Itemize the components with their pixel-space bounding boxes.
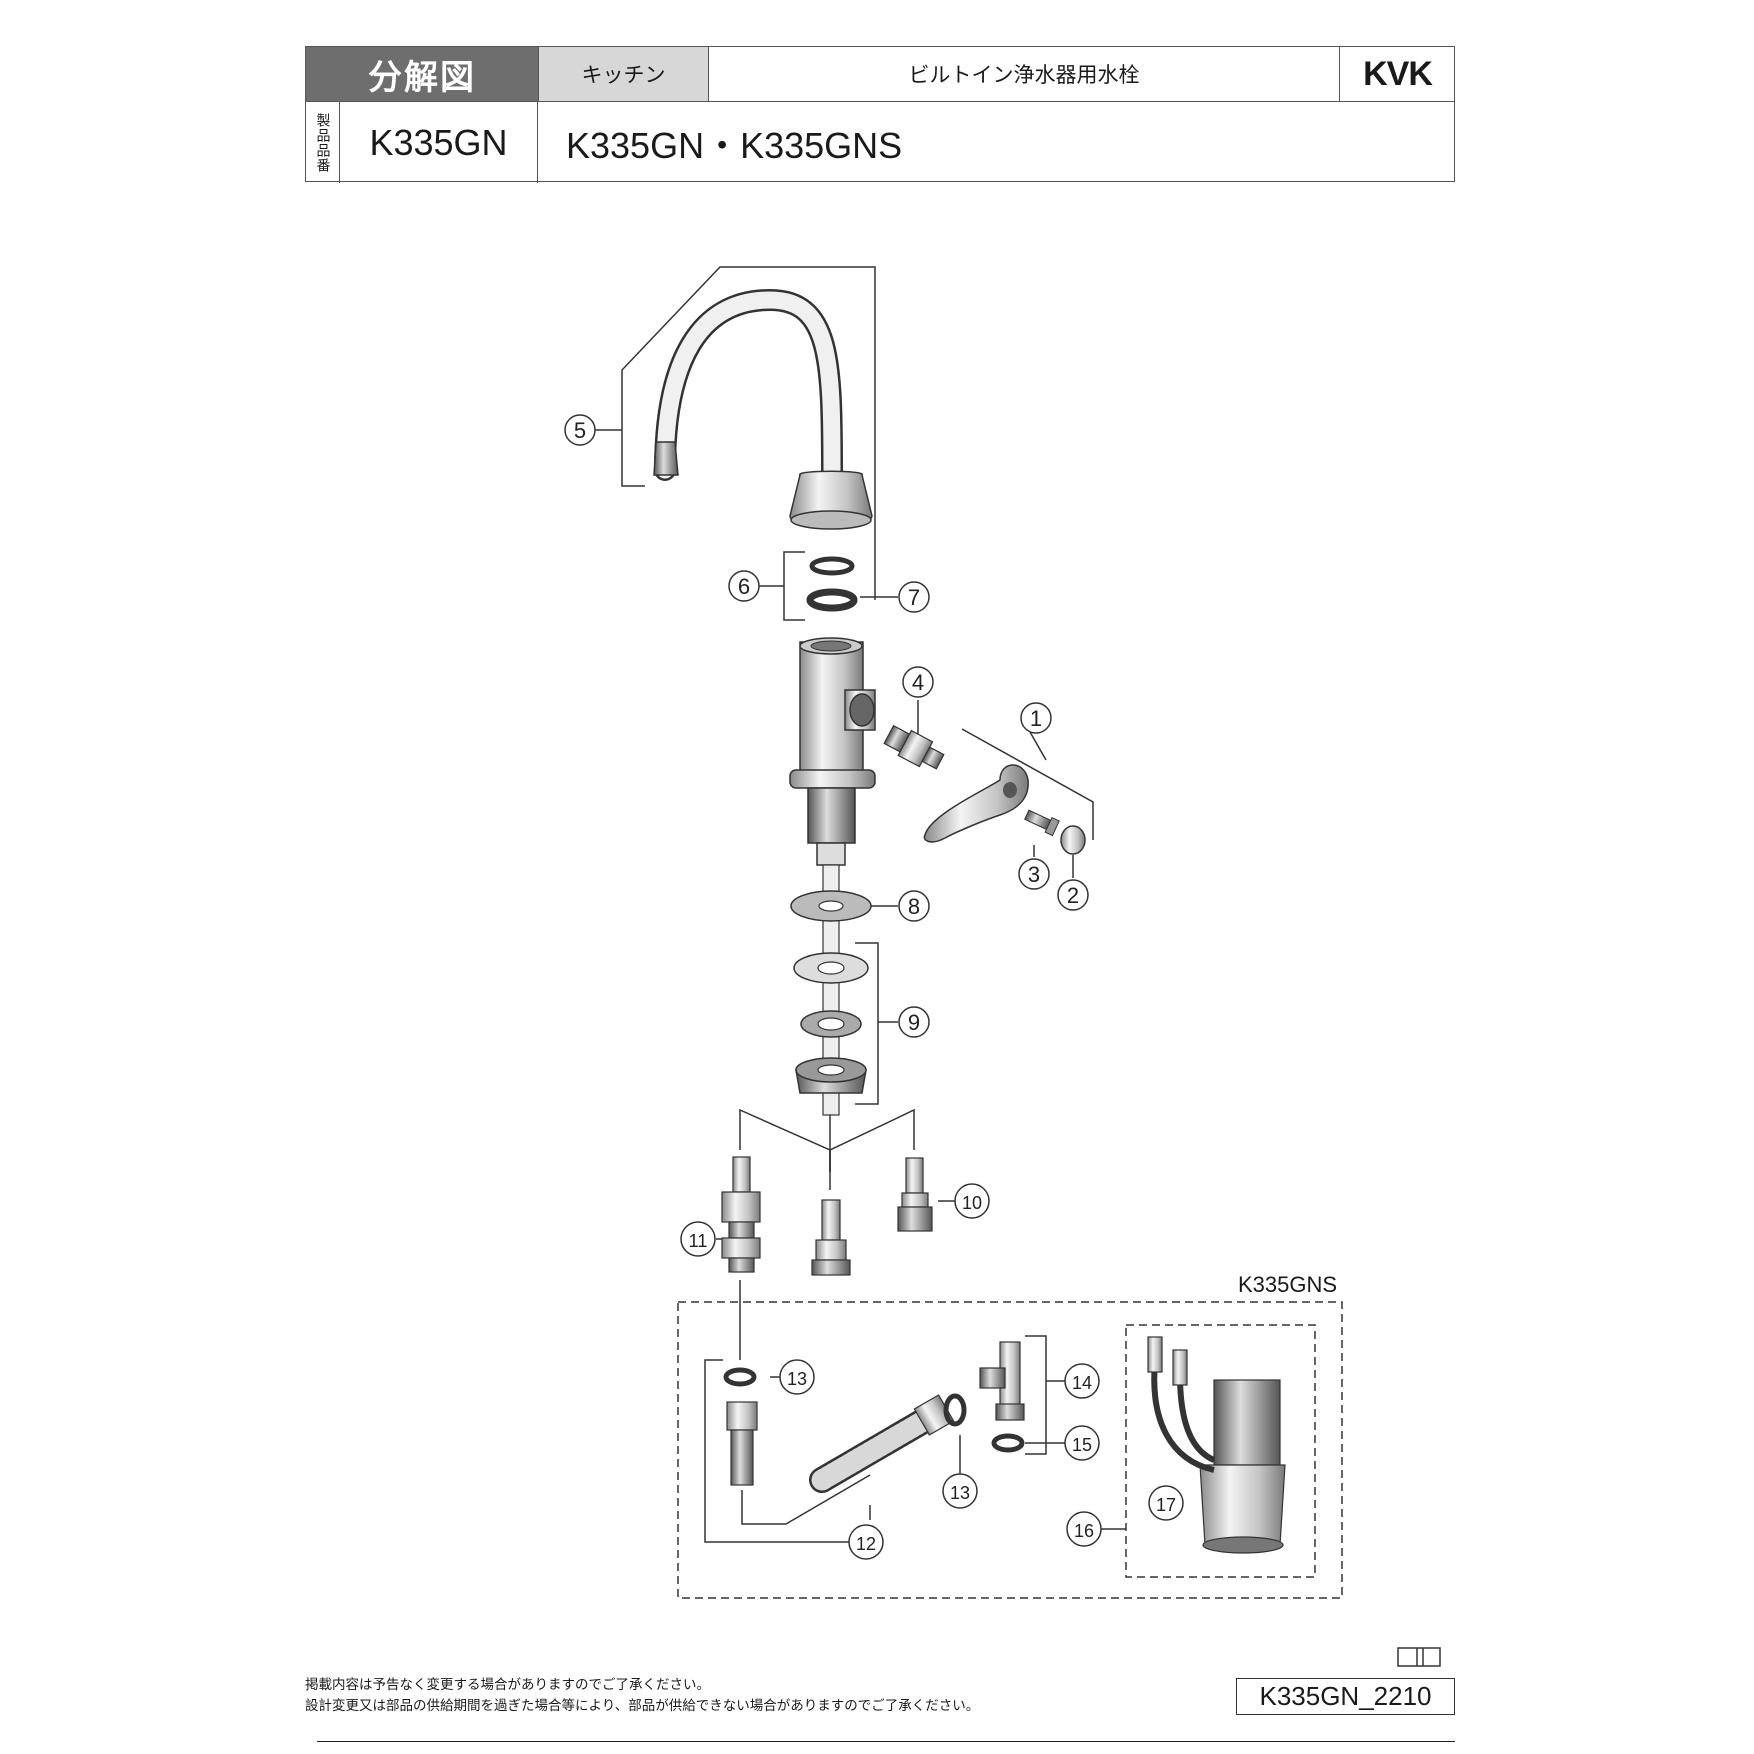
callout-5: 5	[564, 414, 596, 446]
bracket-14	[1025, 1335, 1047, 1455]
svg-text:2: 2	[1067, 883, 1079, 908]
svg-text:16: 16	[1074, 1521, 1094, 1541]
callout-10: 10	[954, 1183, 990, 1219]
washer-8	[790, 890, 872, 922]
callout-4: 4	[902, 666, 934, 698]
callout-13b: 13	[942, 1473, 978, 1509]
disclaimer-note-1: 掲載内容は予告なく変更する場合がありますのでご了承ください。	[305, 1677, 710, 1693]
callout-16: 16	[1066, 1511, 1102, 1547]
spout-bracket	[621, 266, 876, 600]
k335gns-box	[677, 1301, 1343, 1599]
svg-text:5: 5	[574, 418, 586, 443]
washer-set-9	[793, 952, 869, 1094]
callout-11: 11	[680, 1221, 716, 1257]
svg-text:17: 17	[1156, 1495, 1176, 1515]
brand-logo: KVK	[1339, 47, 1455, 101]
diagram-title: 分解図	[306, 47, 538, 101]
bracket-9	[855, 942, 879, 1105]
document-id: K335GN_2210	[1236, 1678, 1455, 1715]
o-rings	[806, 556, 858, 612]
supply-shaft	[822, 864, 840, 1116]
callout-7: 7	[898, 581, 930, 613]
svg-text:6: 6	[738, 574, 750, 599]
svg-text:3: 3	[1028, 862, 1040, 887]
bracket-12	[704, 1359, 850, 1543]
o-ring-15	[991, 1433, 1025, 1453]
header-table: 分解図 キッチン ビルトイン浄水器用水栓 KVK 製品品番 K335GN K33…	[305, 46, 1455, 183]
tee-fitting-14	[979, 1341, 1025, 1421]
svg-text:13: 13	[950, 1483, 970, 1503]
o-ring-13a	[723, 1367, 757, 1387]
svg-text:11: 11	[689, 1231, 708, 1251]
callout-3: 3	[1018, 858, 1050, 890]
callout-13a: 13	[779, 1359, 815, 1395]
svg-text:15: 15	[1072, 1435, 1092, 1455]
callout-9: 9	[898, 1006, 930, 1038]
svg-text:4: 4	[912, 670, 924, 695]
product-number-label: 製品品番	[306, 102, 340, 183]
callout-15: 15	[1064, 1425, 1100, 1461]
filter-box	[1125, 1324, 1316, 1578]
bracket-6	[783, 551, 805, 621]
svg-text:7: 7	[908, 585, 920, 610]
callout-6: 6	[728, 570, 760, 602]
product-name: ビルトイン浄水器用水栓	[708, 47, 1339, 101]
bracket-1	[961, 728, 1094, 840]
svg-text:12: 12	[856, 1534, 876, 1554]
o-ring-13b	[943, 1393, 967, 1427]
svg-text:14: 14	[1072, 1373, 1092, 1393]
page-marker-icon	[1397, 1647, 1441, 1667]
svg-text:9: 9	[908, 1010, 920, 1035]
callout-1: 1	[1020, 702, 1052, 734]
category-label: キッチン	[538, 47, 708, 101]
svg-text:13: 13	[787, 1369, 807, 1389]
callout-2: 2	[1057, 879, 1089, 911]
faucet-body	[789, 637, 876, 866]
valve-part	[883, 724, 945, 770]
callout-12: 12	[848, 1524, 884, 1560]
callout-14: 14	[1064, 1363, 1100, 1399]
bottom-rule	[317, 1741, 1455, 1742]
connector-11	[721, 1156, 761, 1273]
handle-part	[923, 764, 1029, 843]
hose-fitting	[726, 1401, 758, 1486]
screw-part	[1024, 809, 1060, 837]
callout-17: 17	[1148, 1485, 1184, 1521]
callouts: 1 2 3 4 5 6 7 8 9 10 11 12 13 13 14 15 1…	[564, 414, 1184, 1560]
header-row-2: 製品品番 K335GN K335GN・K335GNS	[306, 101, 1455, 183]
connector-center	[811, 1199, 851, 1276]
disclaimer-note-2: 設計変更又は部品の供給期間を過ぎた場合等により、部品が供給できない場合があります…	[305, 1698, 980, 1714]
flex-hose-12	[809, 1394, 955, 1493]
model-list: K335GN・K335GNS	[566, 124, 903, 166]
spout-part	[653, 288, 873, 530]
variant-label: K335GNS	[1238, 1272, 1338, 1297]
filter-cartridge-16	[1147, 1336, 1286, 1554]
svg-text:1: 1	[1030, 706, 1042, 731]
connector-10	[897, 1157, 933, 1232]
callout-8: 8	[898, 890, 930, 922]
svg-text:8: 8	[908, 894, 920, 919]
product-code: K335GN	[340, 102, 538, 183]
svg-text:10: 10	[962, 1193, 982, 1213]
cap-part	[1060, 825, 1086, 855]
